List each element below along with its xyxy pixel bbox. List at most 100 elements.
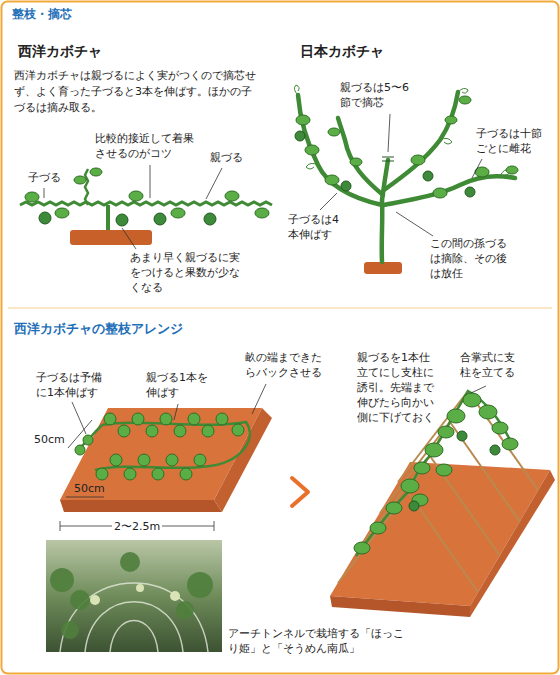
fruits <box>116 214 128 226</box>
leader-lines <box>206 168 222 199</box>
leaves <box>438 426 454 438</box>
photo <box>136 584 144 592</box>
leaves <box>502 438 518 450</box>
side-vine <box>85 169 88 205</box>
annotation-label: 合掌式に支柱を立てる <box>460 350 520 380</box>
stems <box>384 92 458 190</box>
leader-lines <box>396 212 433 236</box>
photo <box>90 595 100 605</box>
leaves <box>25 192 39 202</box>
photo <box>50 552 213 639</box>
dimension-lines <box>60 420 214 531</box>
leaves <box>110 454 122 466</box>
leaves <box>296 115 310 125</box>
fruits <box>39 212 51 224</box>
photo <box>50 568 74 592</box>
main-vine <box>20 202 272 205</box>
stems <box>379 200 384 262</box>
leader-lines <box>44 165 222 249</box>
poles <box>468 391 538 490</box>
leaves <box>411 155 425 165</box>
leaves <box>414 462 430 474</box>
leaves <box>506 166 518 174</box>
fruits <box>457 431 467 441</box>
dimension-lines <box>214 521 215 531</box>
dimension-label: 2〜2.5m <box>112 519 162 534</box>
leaves <box>104 413 116 425</box>
poles <box>360 456 430 546</box>
stems <box>338 118 383 195</box>
annotation-label: 子づるは十節ごとに雌花 <box>476 126 546 156</box>
leaves <box>425 443 443 457</box>
stems <box>384 176 515 205</box>
tendrils <box>294 85 299 95</box>
leaves <box>90 168 102 176</box>
fruits <box>39 212 216 226</box>
annotation-label: 親づるを1本仕立てにし支柱に誘引。先端まで伸びたら向かい側に下げておく <box>357 350 437 425</box>
bed-front <box>330 596 470 617</box>
section-heading: 西洋カボチャの整枝アレンジ <box>14 320 183 337</box>
leaves <box>305 145 319 155</box>
fruits <box>295 131 475 197</box>
leaves <box>96 468 108 480</box>
leaves <box>232 424 244 436</box>
leader-lines <box>472 159 482 178</box>
leader-lines <box>320 193 337 210</box>
leaves <box>152 468 164 480</box>
photo <box>46 540 222 652</box>
leaves <box>479 405 497 419</box>
poles <box>338 492 408 583</box>
leaves <box>146 425 158 437</box>
photo <box>85 602 183 652</box>
leaves <box>202 425 214 437</box>
annotation-label: 子づるは4本伸ばす <box>288 212 342 242</box>
poles <box>408 492 478 592</box>
photo <box>110 621 158 653</box>
leaves <box>118 425 130 437</box>
leaves <box>160 413 172 425</box>
leaves <box>354 542 370 554</box>
tendrils <box>306 163 318 169</box>
leaves <box>325 175 339 185</box>
photo <box>60 583 208 652</box>
fruits <box>204 213 216 225</box>
annotation-label: 比較的接近して着果させるのがコツ <box>95 131 197 161</box>
photo <box>170 591 180 601</box>
leader-lines <box>252 384 266 414</box>
description-text: 西洋カボチャは親づるによく実がつくので摘芯せず、よく育った子づると3本を伸ばす。… <box>14 68 262 116</box>
bed-side <box>470 470 555 617</box>
annotation-label: あまり早く親づるに実をつけると果数が少なくなる <box>130 250 243 295</box>
annotation-label: 子づるは予備に1本伸ばす <box>36 370 106 400</box>
annotation-label: 畝の端まできたらバックさせる <box>245 350 325 380</box>
fruits <box>423 171 433 181</box>
leaves <box>255 208 269 218</box>
leaves <box>492 422 508 434</box>
dimension-lines <box>68 420 92 448</box>
leaves <box>401 479 419 493</box>
leaves <box>124 468 136 480</box>
leaves <box>180 468 192 480</box>
leaves <box>55 208 69 218</box>
section-divider <box>8 308 552 309</box>
photo <box>70 590 90 610</box>
part-label: 子づる <box>28 170 61 185</box>
leader-lines <box>44 188 45 198</box>
fruits <box>154 213 166 225</box>
leaves <box>188 413 200 425</box>
leaves <box>194 454 206 466</box>
leaves <box>174 425 186 437</box>
dimension-label: 50cm <box>74 481 105 496</box>
fruits <box>409 501 419 511</box>
photo <box>60 583 208 652</box>
fruits <box>341 181 351 191</box>
leaves <box>459 96 471 104</box>
leaves <box>433 188 447 198</box>
photo <box>61 621 79 639</box>
leader-lines <box>72 402 86 434</box>
leaves <box>447 409 465 423</box>
section-heading: 西洋カボチャ <box>18 42 102 60</box>
section-heading: 日本カボチャ <box>300 42 384 60</box>
leaves <box>171 208 185 218</box>
leader-line <box>471 386 486 393</box>
